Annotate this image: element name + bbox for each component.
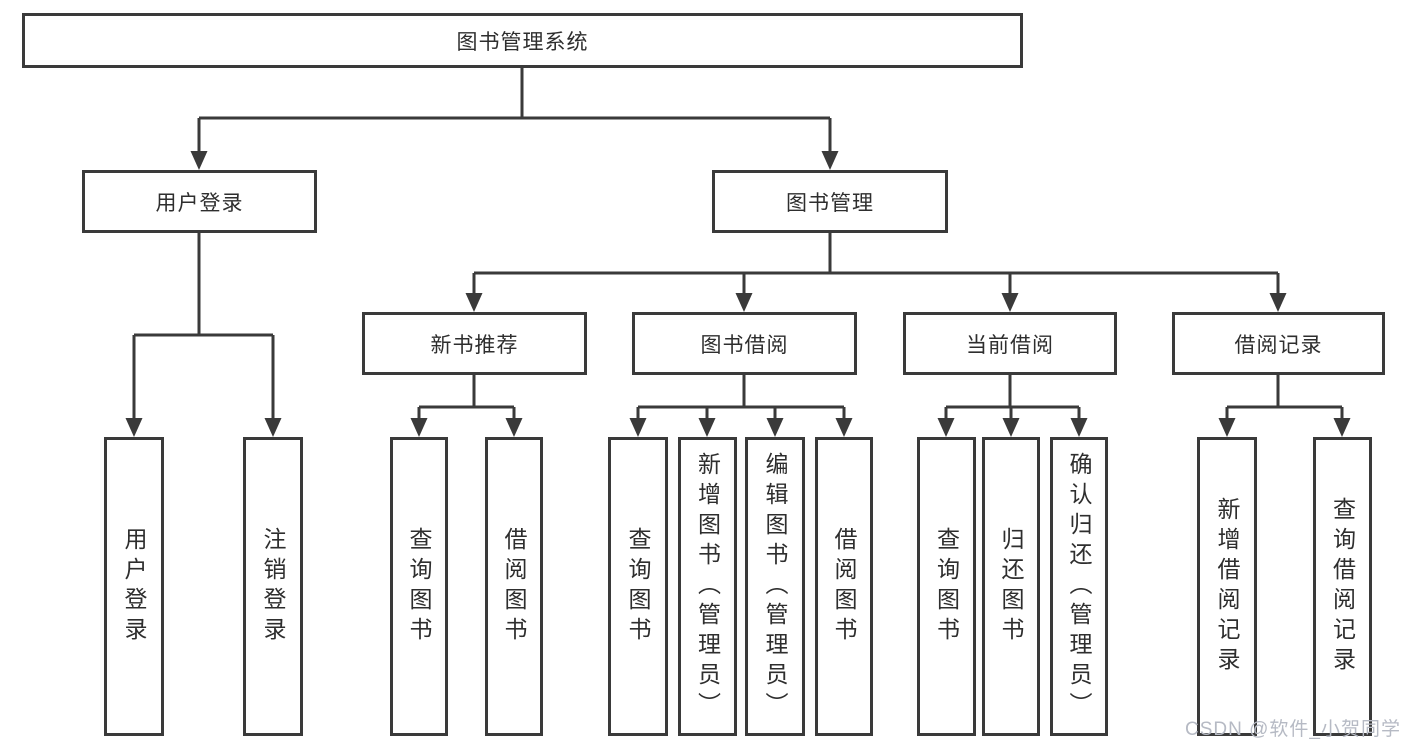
leaf-add-book-admin: 新增图书（管理员） [678, 437, 737, 736]
arrow-down-icon [821, 151, 839, 170]
node-borrow-records: 借阅记录 [1172, 312, 1385, 375]
leaf-borrow-books-recommend: 借阅图书 [485, 437, 543, 736]
leaf-return-book-label: 归还图书 [998, 526, 1024, 647]
node-book-borrow: 图书借阅 [632, 312, 857, 375]
arrow-down-icon [1001, 293, 1019, 312]
arrow-down-icon [766, 418, 784, 437]
arrow-down-icon [264, 418, 282, 437]
node-borrow-records-label: 借阅记录 [1234, 333, 1323, 357]
leaf-user-login-label: 用户登录 [121, 526, 147, 647]
arrow-down-icon [410, 418, 428, 437]
leaf-add-borrow-record: 新增借阅记录 [1197, 437, 1257, 736]
leaf-edit-book-admin-label: 编辑图书（管理员） [762, 451, 788, 722]
arrow-down-icon [698, 418, 716, 437]
arrow-down-icon [937, 418, 955, 437]
arrow-down-icon [505, 418, 523, 437]
node-book-management-label: 图书管理 [786, 191, 874, 215]
leaf-confirm-return-admin-label: 确认归还（管理员） [1066, 451, 1092, 722]
leaf-user-login: 用户登录 [104, 437, 164, 736]
arrow-down-icon [735, 293, 753, 312]
leaf-query-books-recommend-label: 查询图书 [406, 526, 432, 647]
arrow-down-icon [835, 418, 853, 437]
leaf-borrow-books-borrow-label: 借阅图书 [831, 526, 857, 647]
node-user-login-label: 用户登录 [155, 191, 244, 215]
arrow-down-icon [1218, 418, 1236, 437]
leaf-borrow-books-borrow: 借阅图书 [815, 437, 873, 736]
node-current-borrow: 当前借阅 [903, 312, 1117, 375]
leaf-edit-book-admin: 编辑图书（管理员） [745, 437, 805, 736]
leaf-query-books-borrow: 查询图书 [608, 437, 668, 736]
leaf-logout: 注销登录 [243, 437, 303, 736]
arrow-down-icon [190, 151, 208, 170]
node-user-login: 用户登录 [82, 170, 317, 233]
leaf-query-books-borrow-label: 查询图书 [625, 526, 651, 647]
leaf-return-book: 归还图书 [982, 437, 1040, 736]
leaf-query-borrow-record-label: 查询借阅记录 [1329, 496, 1356, 677]
leaf-add-book-admin-label: 新增图书（管理员） [694, 451, 721, 722]
arrowheads [125, 151, 1351, 437]
arrow-down-icon [1333, 418, 1351, 437]
arrow-down-icon [629, 418, 647, 437]
node-new-book-recommend-label: 新书推荐 [430, 333, 519, 357]
arrow-down-icon [125, 418, 143, 437]
arrow-down-icon [465, 293, 483, 312]
leaf-query-borrow-record: 查询借阅记录 [1313, 437, 1372, 736]
leaf-query-books-recommend: 查询图书 [390, 437, 448, 736]
node-book-borrow-label: 图书借阅 [700, 333, 789, 357]
csdn-watermark: CSDN @软件_小贺同学 [1185, 719, 1401, 740]
leaf-logout-label: 注销登录 [260, 526, 286, 647]
connector-lines [132, 68, 1344, 419]
leaf-confirm-return-admin: 确认归还（管理员） [1050, 437, 1108, 736]
arrow-down-icon [1070, 418, 1088, 437]
node-root-label: 图书管理系统 [456, 30, 589, 54]
leaf-query-books-current-label: 查询图书 [933, 526, 960, 647]
node-root: 图书管理系统 [22, 13, 1023, 68]
node-current-borrow-label: 当前借阅 [966, 333, 1054, 357]
leaf-borrow-books-recommend-label: 借阅图书 [501, 526, 527, 647]
node-book-management: 图书管理 [712, 170, 948, 233]
leaf-add-borrow-record-label: 新增借阅记录 [1214, 496, 1240, 677]
arrow-down-icon [1269, 293, 1287, 312]
arrow-down-icon [1002, 418, 1020, 437]
leaf-query-books-current: 查询图书 [917, 437, 976, 736]
node-new-book-recommend: 新书推荐 [362, 312, 587, 375]
